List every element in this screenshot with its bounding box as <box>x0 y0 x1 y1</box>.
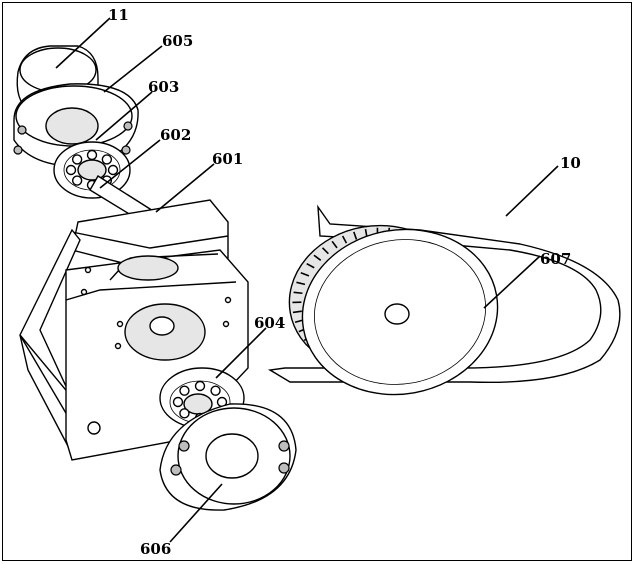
pulley-tooth <box>292 310 302 314</box>
pulley-tooth <box>353 231 358 240</box>
end-cap-606 <box>159 403 297 511</box>
label-11: 11 <box>108 6 129 24</box>
label-601: 601 <box>212 150 243 168</box>
label-607: 607 <box>540 250 571 268</box>
label-602: 602 <box>160 126 191 144</box>
bearing-ball <box>71 175 83 186</box>
pulley-tooth <box>313 254 322 261</box>
bearing-ball <box>179 385 190 396</box>
pulley-tooth <box>341 235 348 244</box>
bearing-ball <box>210 385 221 396</box>
pulley-tooth <box>306 262 315 269</box>
label-604: 604 <box>254 314 285 332</box>
pulley-tooth <box>331 240 338 249</box>
timing-belt-10 <box>267 204 621 384</box>
label-603: 603 <box>148 78 179 96</box>
label-10: 10 <box>560 154 581 172</box>
bearing-ball <box>71 154 83 165</box>
bearing-ball <box>172 396 184 408</box>
bearing-ball <box>86 149 98 161</box>
bearing-ball <box>65 164 77 176</box>
part-labels: 11 605 603 602 601 10 607 604 606 <box>108 6 581 558</box>
leader-lines <box>55 17 559 543</box>
label-606: 606 <box>140 540 171 558</box>
timing-pulley-607 <box>288 224 499 396</box>
label-605: 605 <box>162 32 193 50</box>
pulley-tooth <box>293 291 303 295</box>
bearing-ball <box>107 164 119 176</box>
pulley-tooth <box>296 281 306 286</box>
bearing-ball <box>101 154 113 165</box>
bearing-ball <box>194 380 206 392</box>
bearing-ball <box>179 408 190 419</box>
pulley-tooth <box>300 271 310 277</box>
pulley-tooth <box>321 247 329 255</box>
